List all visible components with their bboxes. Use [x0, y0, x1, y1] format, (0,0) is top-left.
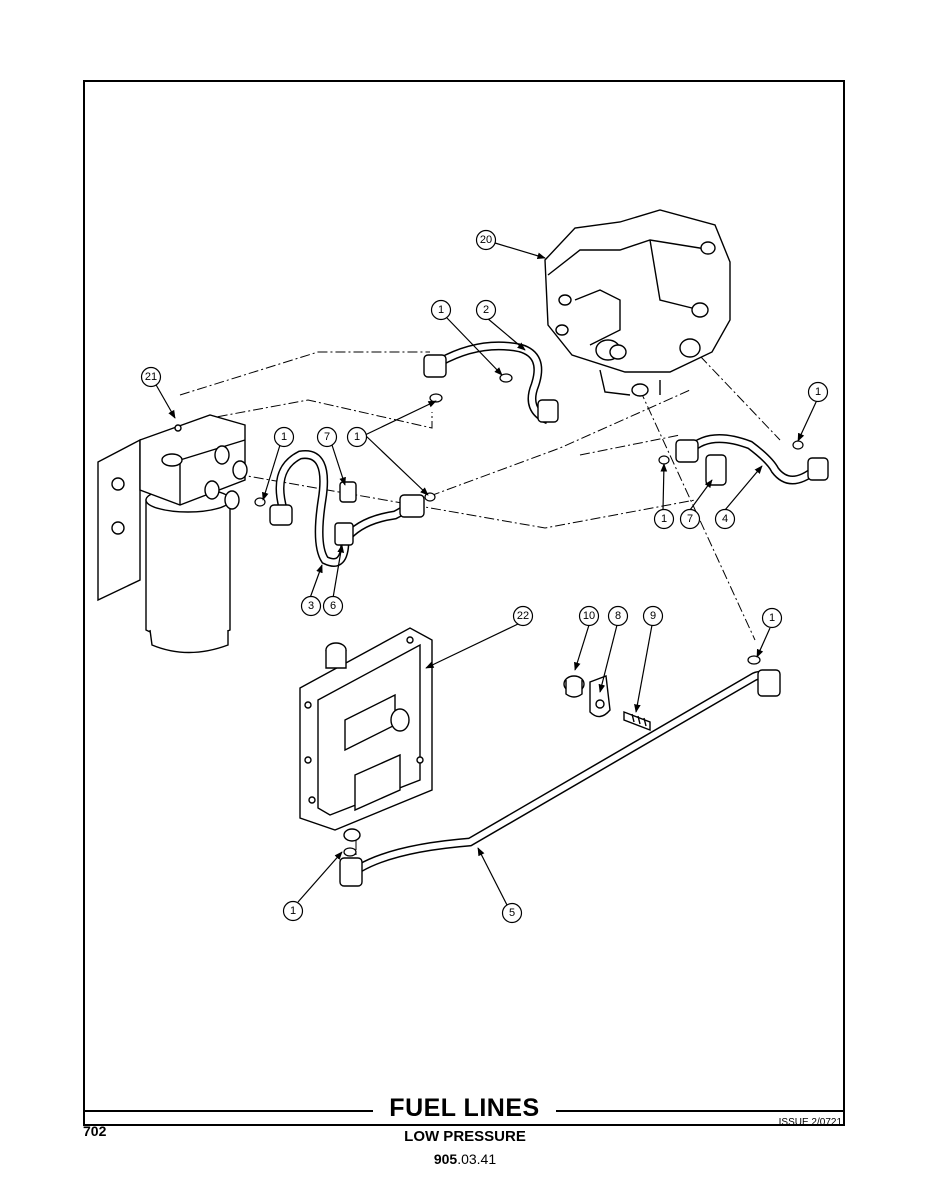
callouts: 20 1 2 21 1 1 7 1 3 6 1 7 4 22 10 8 9 1 …	[140, 229, 829, 924]
page-title: FUEL LINES	[389, 1094, 540, 1122]
callout-3: 3	[300, 595, 322, 617]
callout-1: 1	[807, 381, 829, 403]
ecu-module	[299, 627, 433, 842]
footer-rule-right	[556, 1110, 845, 1112]
fuel-pipe-2	[423, 341, 559, 425]
svg-text:7: 7	[687, 513, 693, 525]
drawing-frame	[83, 80, 845, 1126]
issue-label: ISSUE 2/0721	[778, 1117, 842, 1128]
svg-text:1: 1	[354, 431, 360, 443]
fuel-pipe-3	[254, 450, 436, 567]
callout-10: 10	[578, 605, 600, 627]
callout-1: 1	[430, 299, 452, 321]
callout-21: 21	[140, 366, 162, 388]
svg-text:1: 1	[815, 386, 821, 398]
page-number: 702	[83, 1123, 107, 1139]
fuel-pipe-4	[658, 434, 829, 486]
svg-text:4: 4	[722, 513, 728, 525]
section-code-rest: .03.41	[457, 1151, 497, 1167]
svg-text:6: 6	[330, 600, 336, 612]
fuel-pipe-5	[339, 655, 781, 887]
callout-1: 1	[653, 508, 675, 530]
svg-text:1: 1	[281, 431, 287, 443]
svg-text:8: 8	[615, 610, 621, 622]
svg-text:21: 21	[145, 371, 157, 383]
svg-text:3: 3	[308, 600, 314, 612]
callout-leaders	[154, 242, 818, 906]
callout-6: 6	[322, 595, 344, 617]
svg-text:1: 1	[769, 612, 775, 624]
routing-lines	[179, 351, 781, 862]
fuel-filter-assembly	[97, 414, 248, 654]
svg-text:1: 1	[438, 304, 444, 316]
callout-1: 1	[346, 426, 368, 448]
footer-rule-left	[83, 1110, 373, 1112]
callout-1: 1	[761, 607, 783, 629]
svg-text:9: 9	[650, 610, 656, 622]
injection-pump	[544, 209, 731, 397]
callout-5: 5	[501, 902, 523, 924]
svg-text:20: 20	[480, 234, 492, 246]
callout-9: 9	[642, 605, 664, 627]
section-code-bold: 905	[433, 1151, 458, 1167]
svg-text:1: 1	[661, 513, 667, 525]
callout-7: 7	[316, 426, 338, 448]
section-code: 905.03.41	[380, 1151, 550, 1167]
callout-4: 4	[714, 508, 736, 530]
svg-text:10: 10	[583, 610, 595, 622]
callout-1: 1	[273, 426, 295, 448]
callout-20: 20	[475, 229, 497, 251]
callout-22: 22	[512, 605, 534, 627]
svg-text:1: 1	[290, 905, 296, 917]
callout-2: 2	[475, 299, 497, 321]
callout-8: 8	[607, 605, 629, 627]
callout-7: 7	[679, 508, 701, 530]
svg-text:5: 5	[509, 907, 515, 919]
svg-text:2: 2	[483, 304, 489, 316]
svg-text:22: 22	[517, 610, 529, 622]
page-subtitle: LOW PRESSURE	[404, 1128, 526, 1145]
svg-text:7: 7	[324, 431, 330, 443]
callout-1: 1	[282, 900, 304, 922]
